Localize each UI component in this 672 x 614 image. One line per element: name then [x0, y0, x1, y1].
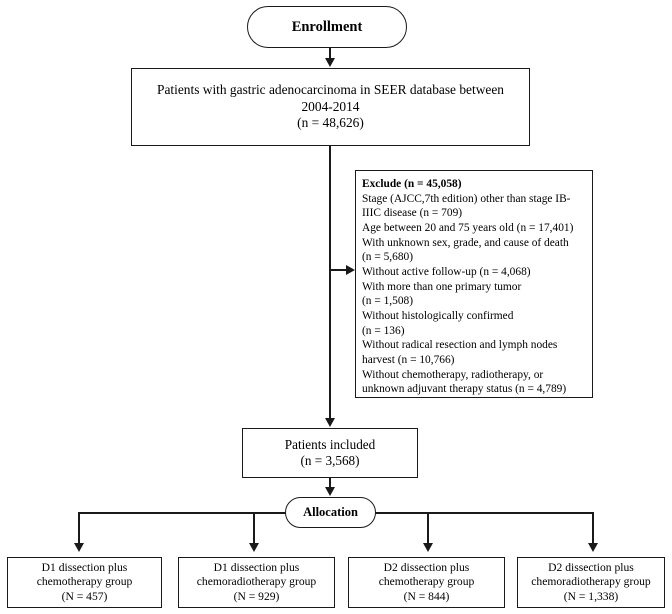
- exclusion-line: (n = 136): [362, 324, 405, 337]
- connector-included-to-allocation: [329, 478, 331, 489]
- exclusion-line: Stage (AJCC,7th edition) other than stag…: [362, 192, 571, 205]
- connector-drop-group-4: [592, 512, 594, 546]
- exclusion-line: With more than one primary tumor: [362, 280, 522, 293]
- connector-allocation-right-bus: [375, 512, 593, 514]
- group-box-text: D1 dissection plus chemoradiotherapy gro…: [196, 561, 317, 603]
- arrowhead-to-allocation: [324, 487, 335, 496]
- exclusion-criteria-box: Exclude (n = 45,058) Stage (AJCC,7th edi…: [355, 170, 593, 398]
- group-box-text: D2 dissection plus chemotherapy group (N…: [378, 561, 475, 603]
- group-box-d1-chemoradiotherapy: D1 dissection plus chemoradiotherapy gro…: [178, 557, 335, 608]
- exclusion-line: harvest (n = 10,766): [362, 353, 455, 366]
- connector-allocation-left-bus: [78, 512, 286, 514]
- arrowhead-to-group-1: [73, 543, 84, 552]
- arrowhead-to-group-4: [587, 543, 598, 552]
- exclusion-line: Without histologically confirmed: [362, 309, 514, 322]
- exclusion-line: unknown adjuvant therapy status (n = 4,7…: [362, 383, 567, 396]
- arrowhead-to-exclude-box: [346, 264, 355, 275]
- exclusion-heading: Exclude (n = 45,058): [362, 178, 462, 190]
- exclusion-line: Without active follow-up (n = 4,068): [362, 265, 531, 278]
- exclusion-line: Without chemotherapy, radiotherapy, or: [362, 368, 544, 381]
- group-box-text: D1 dissection plus chemotherapy group (N…: [36, 561, 133, 603]
- allocation-label: Allocation: [303, 505, 358, 519]
- group-box-text: D2 dissection plus chemoradiotherapy gro…: [531, 561, 651, 603]
- exclusion-line: IIIC disease (n = 709): [362, 207, 463, 220]
- exclusion-line: (n = 1,508): [362, 295, 414, 308]
- connector-drop-group-2: [253, 512, 255, 546]
- connector-main-trunk: [329, 146, 331, 422]
- group-box-d2-chemoradiotherapy: D2 dissection plus chemoradiotherapy gro…: [517, 557, 665, 608]
- source-cohort-box: Patients with gastric adenocarcinoma in …: [131, 68, 530, 146]
- enrollment-label: Enrollment: [291, 18, 363, 35]
- connector-drop-group-1: [78, 512, 80, 546]
- arrowhead-to-group-3: [422, 543, 433, 552]
- included-cohort-text: Patients included (n = 3,568): [284, 436, 376, 468]
- included-cohort-box: Patients included (n = 3,568): [242, 428, 418, 478]
- exclusion-line: With unknown sex, grade, and cause of de…: [362, 236, 569, 249]
- arrowhead-to-group-2: [248, 543, 259, 552]
- exclusion-line: (n = 5,680): [362, 251, 414, 264]
- arrowhead-to-source-box: [324, 58, 335, 67]
- stage-label-allocation: Allocation: [285, 497, 376, 528]
- connector-enrollment-to-source: [329, 48, 331, 60]
- stage-label-enrollment: Enrollment: [247, 6, 407, 48]
- exclusion-line: Age between 20 and 75 years old (n = 17,…: [362, 221, 574, 234]
- connector-trunk-to-exclude: [331, 269, 347, 271]
- exclusion-line: Without radical resection and lymph node…: [362, 339, 558, 352]
- arrowhead-to-included-box: [324, 418, 335, 427]
- source-cohort-text: Patients with gastric adenocarcinoma in …: [157, 82, 504, 131]
- group-box-d1-chemotherapy: D1 dissection plus chemotherapy group (N…: [7, 557, 162, 608]
- group-box-d2-chemotherapy: D2 dissection plus chemotherapy group (N…: [348, 557, 505, 608]
- connector-drop-group-3: [427, 512, 429, 546]
